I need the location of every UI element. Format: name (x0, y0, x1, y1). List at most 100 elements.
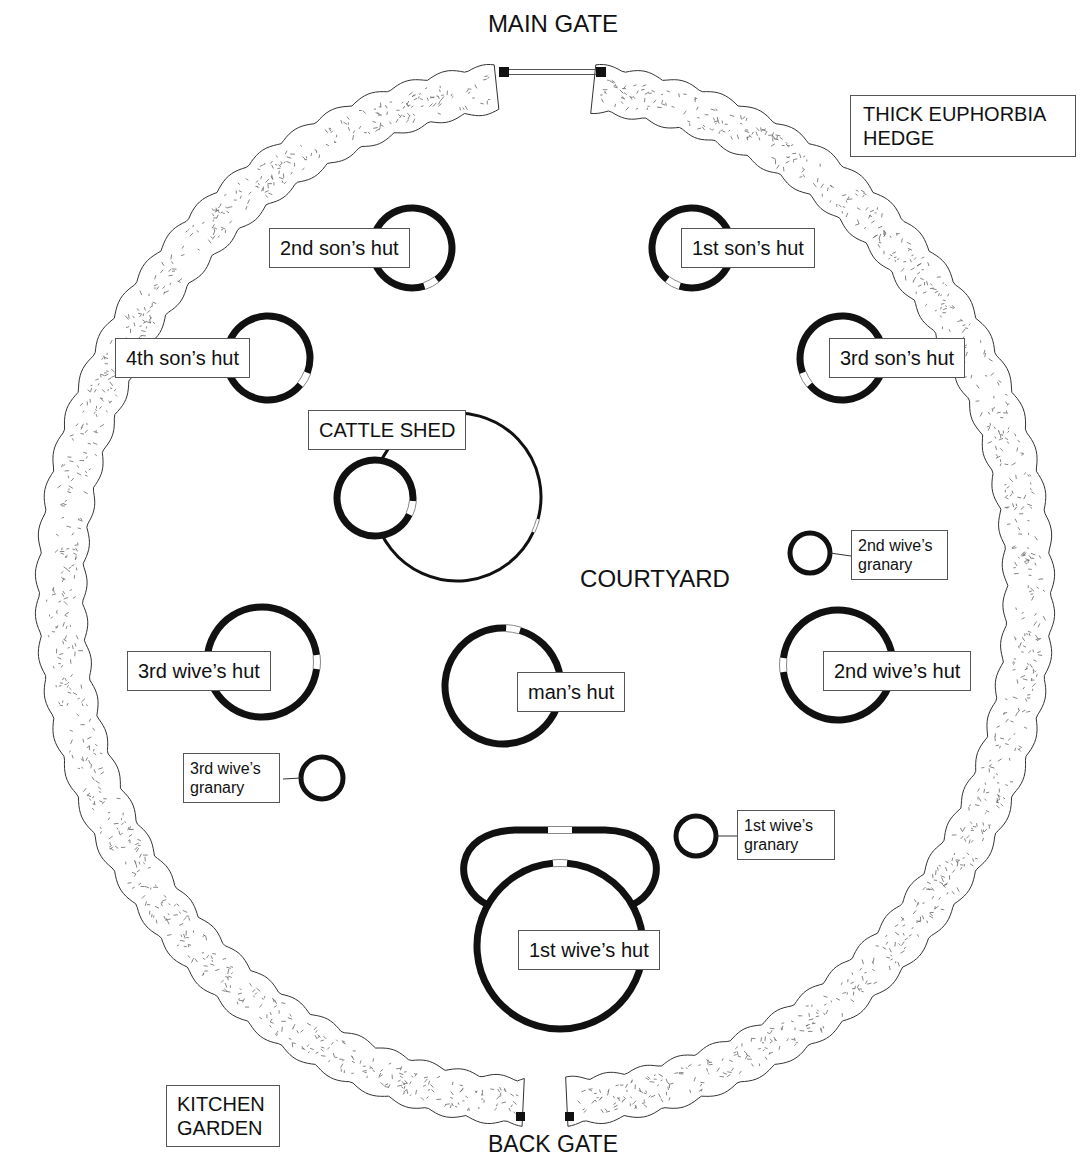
hedge-texture (154, 288, 156, 289)
hedge-texture (608, 1091, 609, 1096)
hedge-texture (212, 236, 215, 240)
hedge-texture (79, 520, 83, 521)
hedge-texture (326, 144, 329, 146)
hedge-texture (922, 902, 924, 904)
hedge-texture (1007, 523, 1011, 524)
hedge-texture (970, 822, 972, 824)
hedge-texture (929, 916, 933, 918)
hedge-texture (782, 145, 785, 146)
hedge-texture (500, 1093, 502, 1095)
hedge-texture (77, 473, 81, 475)
hedge-texture (164, 916, 165, 919)
hedge-texture (803, 174, 805, 177)
hedge-texture (770, 1030, 772, 1033)
hedge-texture (689, 1090, 691, 1093)
hedge-texture (666, 1092, 667, 1095)
hedge-texture (635, 1106, 637, 1109)
hedge-texture (468, 92, 470, 94)
hedge-texture (621, 102, 623, 104)
hedge-texture (645, 92, 649, 94)
hedge-texture (240, 196, 242, 199)
hedge-texture (758, 137, 760, 140)
hedge-texture (999, 438, 1003, 440)
hedge-texture (408, 115, 410, 119)
hedge-texture (985, 375, 987, 377)
hedge-texture (438, 100, 440, 104)
hedge-texture (1005, 506, 1010, 508)
hedge-texture (132, 872, 136, 873)
hedge-texture (318, 1035, 321, 1038)
hedge-texture (865, 227, 866, 229)
hedge-texture (913, 277, 916, 281)
hedge-texture (226, 207, 228, 209)
hedge-texture (1029, 591, 1032, 592)
hedge-texture (889, 258, 890, 260)
hedge-texture (169, 904, 171, 905)
hedge-texture (270, 1019, 272, 1022)
hedge-texture (292, 1042, 295, 1044)
hedge-texture (94, 801, 95, 805)
hedge-texture (226, 967, 231, 968)
hedge-texture (210, 964, 214, 965)
hedge-texture (686, 1067, 687, 1069)
hedge-texture (67, 685, 68, 688)
hedge-texture (82, 757, 83, 762)
hedge-texture (995, 436, 996, 438)
hedge-texture (275, 1000, 277, 1003)
hedge-texture (238, 183, 240, 185)
hedge-texture (458, 1102, 460, 1104)
hedge-texture (156, 920, 158, 924)
hedge-texture (275, 164, 277, 166)
hedge-texture (962, 329, 965, 333)
hedge-texture (1011, 463, 1015, 466)
hedge-texture (170, 283, 171, 285)
hedge-texture (604, 91, 605, 93)
hedge-texture (72, 533, 74, 536)
hedge-texture (291, 172, 293, 174)
hedge-texture (1024, 472, 1026, 474)
hedge-texture (141, 331, 146, 332)
hedge-texture (1021, 506, 1024, 509)
hedge-texture (1024, 560, 1028, 562)
hedge-texture (914, 899, 916, 902)
hedge-texture (607, 80, 609, 82)
hedge-texture (863, 193, 866, 195)
hedge-texture (722, 1058, 723, 1061)
hedge-texture (70, 659, 72, 663)
hedge-texture (689, 123, 691, 126)
hedge-texture (867, 983, 871, 985)
hedge-texture (74, 652, 75, 657)
hedge-texture (765, 131, 767, 135)
hedge-texture (872, 961, 873, 964)
hedge-texture (68, 647, 70, 649)
hedge-texture (222, 990, 225, 991)
hedge-texture (1039, 555, 1040, 558)
hedge-texture (128, 882, 132, 884)
hedge-texture (991, 373, 994, 376)
hedge-texture (102, 358, 103, 360)
hedge-texture (234, 200, 237, 201)
hedge-texture (99, 406, 101, 408)
hedge-texture (94, 769, 96, 773)
granary (676, 816, 716, 856)
hedge-texture (83, 452, 87, 453)
hedge-texture (245, 1007, 249, 1008)
hedge-texture (404, 1086, 406, 1089)
hedge-texture (911, 268, 915, 270)
hedge-texture (373, 127, 377, 129)
hedge-texture (894, 256, 896, 258)
hedge-texture (878, 244, 880, 248)
hedge-texture (273, 182, 274, 185)
hedge-texture (996, 805, 999, 808)
hedge-texture (333, 1053, 334, 1058)
hedge-texture (1019, 746, 1022, 748)
hedge-texture (265, 195, 267, 197)
hedge-texture (601, 99, 603, 103)
hedge-texture (897, 258, 899, 260)
door (535, 519, 540, 532)
hedge-texture (654, 100, 656, 103)
hedge-texture (225, 230, 226, 233)
hedge-texture (616, 1084, 619, 1086)
hedge-texture (483, 79, 487, 81)
hut-label: 1st son’s hut (681, 228, 815, 268)
